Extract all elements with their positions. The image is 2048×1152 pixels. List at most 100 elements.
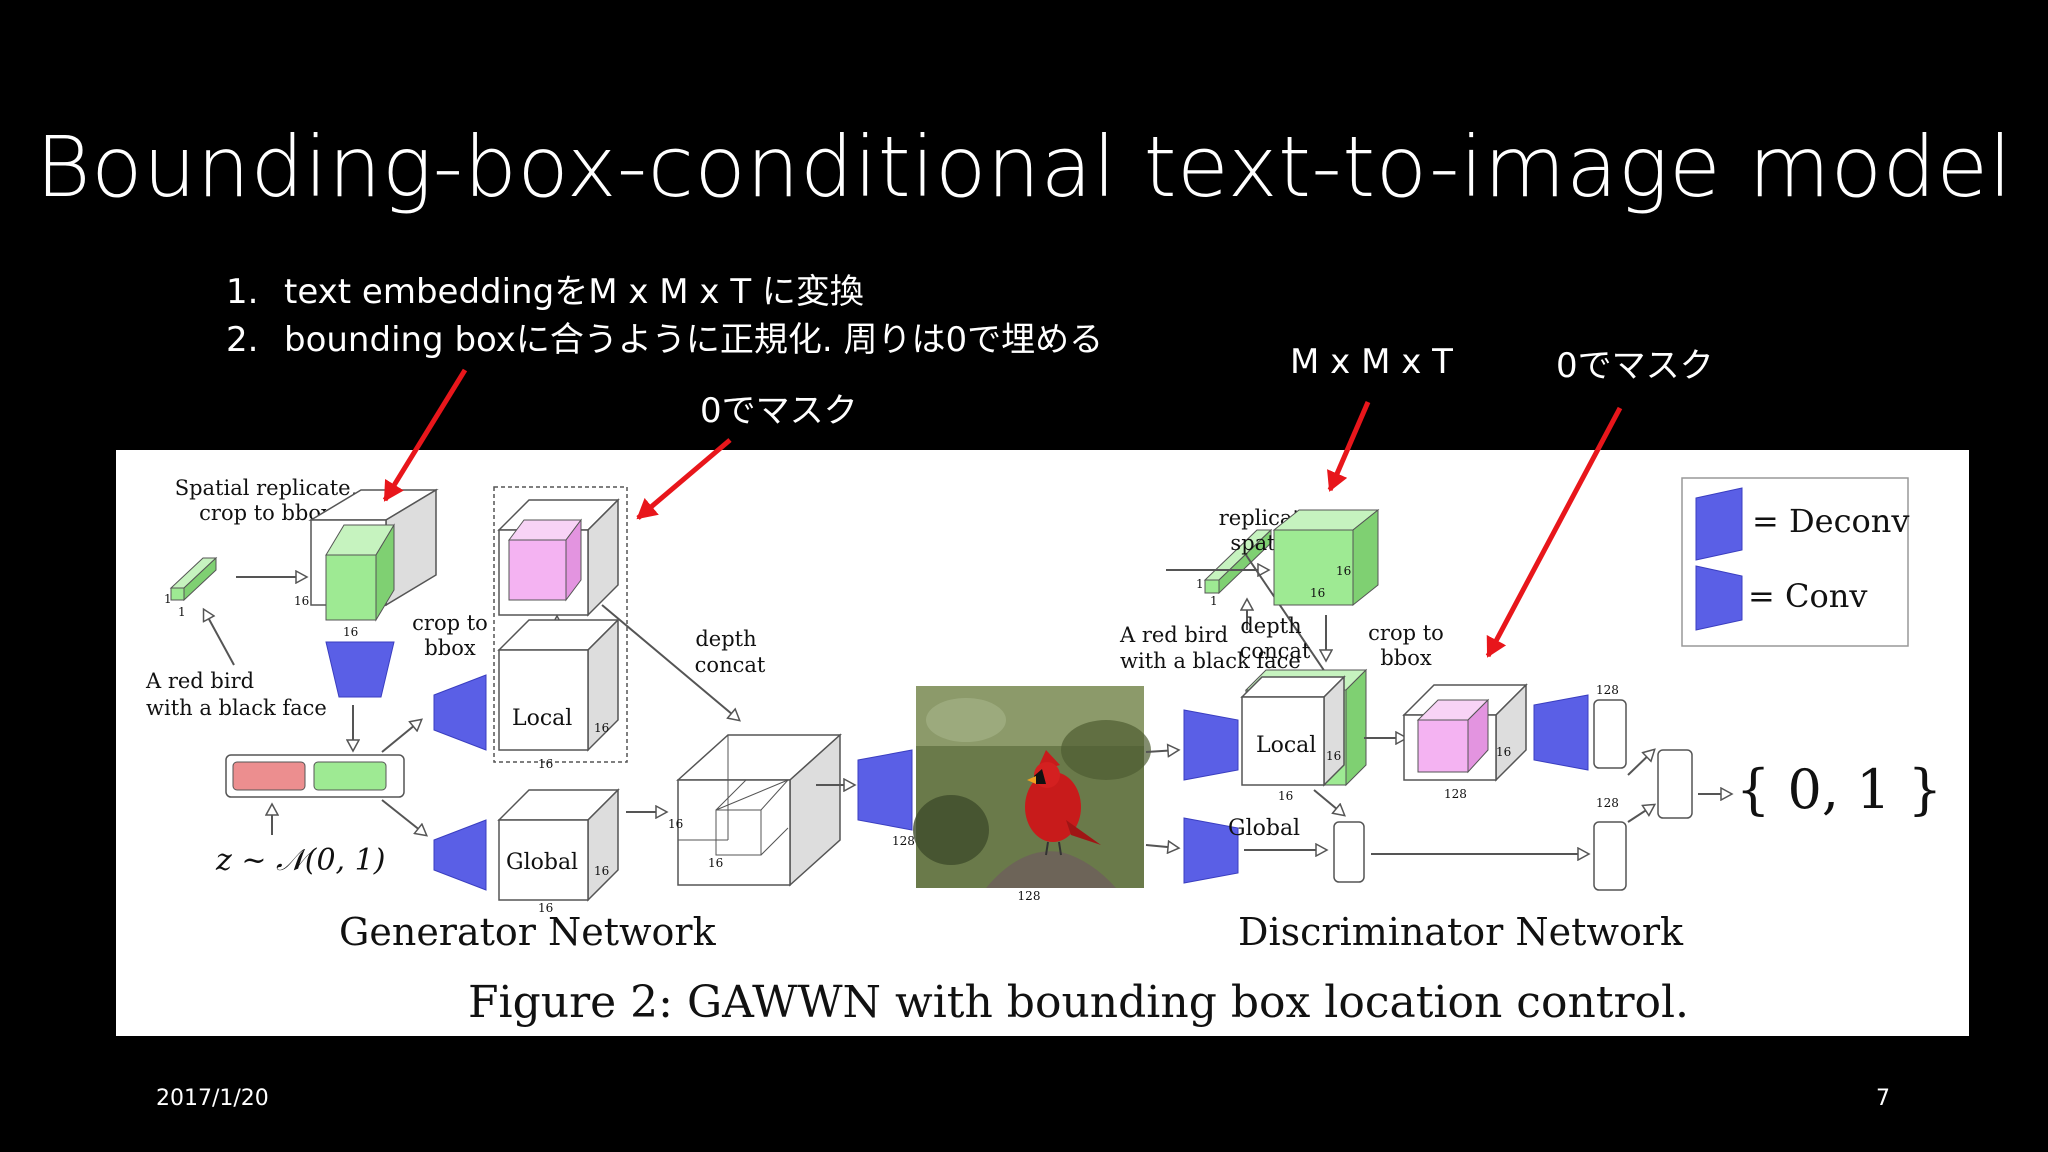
gen-spatial-label-1: Spatial replicate, (175, 476, 358, 500)
disc-local-label: Local (1256, 733, 1316, 758)
gen-text-label-2: with a black face (146, 696, 327, 720)
note-mxmxt: M x M x T (1290, 342, 1453, 382)
disc-combined-feature (1657, 749, 1693, 819)
disc-dim-label: 16 (1336, 564, 1351, 578)
disc-local-cube (1240, 668, 1368, 787)
figure-caption: Figure 2: GAWWN with bounding box locati… (468, 977, 1689, 1028)
red-arrow-mask-generator (636, 438, 732, 520)
legend-conv-icon (1695, 565, 1743, 631)
disc-depth-label-1: depth (1240, 614, 1301, 638)
gen-crop-label-1: crop to (412, 611, 488, 635)
gen-dim-label: 1 (164, 592, 172, 606)
gen-masked-cube (497, 498, 620, 617)
gen-noise-text-concat (225, 754, 405, 798)
gen-text-embedding-bar (169, 556, 218, 602)
disc-global-feature (1333, 821, 1365, 883)
gen-arrow (381, 720, 421, 753)
disc-dim-label: 16 (1326, 749, 1341, 763)
legend-box (1681, 477, 1909, 647)
generator-network-title: Generator Network (339, 910, 717, 954)
disc-arrow (1627, 805, 1654, 823)
gen-noise-label: z ~ 𝒩(0, 1) (215, 843, 385, 878)
gen-arrow (204, 610, 235, 666)
figure-panel: Spatial replicate, crop to bbox 1 1 16 1… (116, 450, 1969, 1036)
gen-depth-label-1: depth (695, 627, 756, 651)
disc-arrow (1313, 789, 1344, 815)
disc-local-conv-out (1533, 694, 1589, 771)
disc-dim-label: 16 (1278, 789, 1293, 803)
gen-crop-label-2: bbox (424, 636, 476, 660)
gen-dim-label: 128 (892, 834, 915, 848)
disc-dim-label: 128 (1596, 683, 1619, 697)
generated-bird-image (913, 686, 1151, 888)
note-mask-discriminator: 0でマスク (1556, 346, 1714, 386)
bullet-number: 2. (226, 320, 259, 360)
disc-global-label: Global (1228, 816, 1300, 841)
disc-depth-label-2: concat (1240, 639, 1311, 663)
disc-crop-label-2: bbox (1380, 646, 1432, 670)
disc-global-feature-out (1593, 821, 1627, 891)
gen-dim-label: 16 (294, 594, 309, 608)
legend-deconv-icon (1695, 487, 1743, 561)
gen-global-cube (497, 788, 620, 902)
disc-text-label-1: A red bird (1119, 623, 1228, 647)
disc-local-conv (1183, 709, 1239, 781)
discriminator-network-title: Discriminator Network (1238, 910, 1684, 954)
disc-arrow (1145, 845, 1178, 848)
bullet-text: bounding boxに合うように正規化. 周りは0で埋める (284, 320, 1104, 360)
gen-dim-label: 1 (178, 605, 186, 619)
gawwn-diagram: Spatial replicate, crop to bbox 1 1 16 1… (145, 476, 1942, 1028)
gen-arrow (381, 799, 426, 835)
disc-masked-cube (1402, 683, 1528, 782)
red-arrow-spatial (382, 368, 468, 502)
bullet-text: text embeddingをM x M x T に変換 (284, 272, 864, 312)
bullet-item: 2. bounding boxに合うように正規化. 周りは0で埋める (226, 316, 1103, 364)
legend-deconv-label: = Deconv (1752, 502, 1909, 540)
disc-arrow (1627, 750, 1654, 776)
disc-global-conv (1183, 817, 1239, 884)
disc-text-label-2: with a black face (1120, 649, 1301, 673)
slide-page-number: 7 (1876, 1086, 1890, 1111)
gen-text-label-1: A red bird (145, 669, 254, 693)
slide-date: 2017/1/20 (156, 1086, 269, 1111)
disc-text-embedding-bar (1203, 528, 1273, 595)
gen-spatial-cube (308, 488, 439, 622)
bullet-list: 1. text embeddingをM x M x T に変換 2. boundin… (226, 268, 1103, 364)
slide-title: Bounding-box-conditional text-to-image m… (35, 118, 2013, 216)
disc-replicated-cube (1272, 508, 1380, 607)
gen-conv-block (325, 641, 395, 698)
gen-depth-label-2: concat (695, 653, 766, 677)
gen-arrow (601, 604, 739, 720)
gen-crop-dashed-box (493, 486, 628, 763)
gen-global-deconv (433, 819, 487, 891)
note-mask-generator: 0でマスク (700, 391, 858, 431)
gen-local-deconv (433, 674, 487, 751)
red-arrow-mxmxt (1327, 401, 1371, 492)
disc-output-label: { 0, 1 } (1736, 758, 1942, 821)
gen-dim-label: 16 (594, 864, 609, 878)
red-arrow-mask-discriminator (1485, 406, 1623, 658)
disc-dim-label: 128 (1596, 796, 1619, 810)
disc-dim-label: 128 (1444, 787, 1467, 801)
bullet-number: 1. (226, 272, 259, 312)
gen-dim-label: 16 (668, 817, 683, 831)
disc-dim-label: 1 (1210, 594, 1218, 608)
gen-dim-label: 16 (538, 901, 553, 915)
gen-dim-label: 128 (1018, 889, 1041, 903)
gen-dim-label: 16 (538, 757, 553, 771)
gen-dim-label: 16 (708, 856, 723, 870)
gen-depth-concat-cube (676, 733, 842, 887)
gen-dim-label: 16 (594, 721, 609, 735)
gen-dim-label: 16 (343, 625, 358, 639)
gen-local-cube (497, 618, 620, 752)
disc-dim-label: 16 (1496, 745, 1511, 759)
gen-global-label: Global (506, 850, 578, 875)
legend-conv-label: = Conv (1748, 577, 1867, 615)
disc-crop-label-1: crop to (1368, 621, 1444, 645)
bullet-item: 1. text embeddingをM x M x T に変換 (226, 268, 1103, 316)
disc-dim-label: 16 (1310, 586, 1325, 600)
gen-final-deconv (857, 749, 913, 831)
disc-local-feature (1593, 699, 1627, 769)
disc-arrow (1145, 750, 1178, 752)
gen-local-label: Local (512, 706, 572, 731)
